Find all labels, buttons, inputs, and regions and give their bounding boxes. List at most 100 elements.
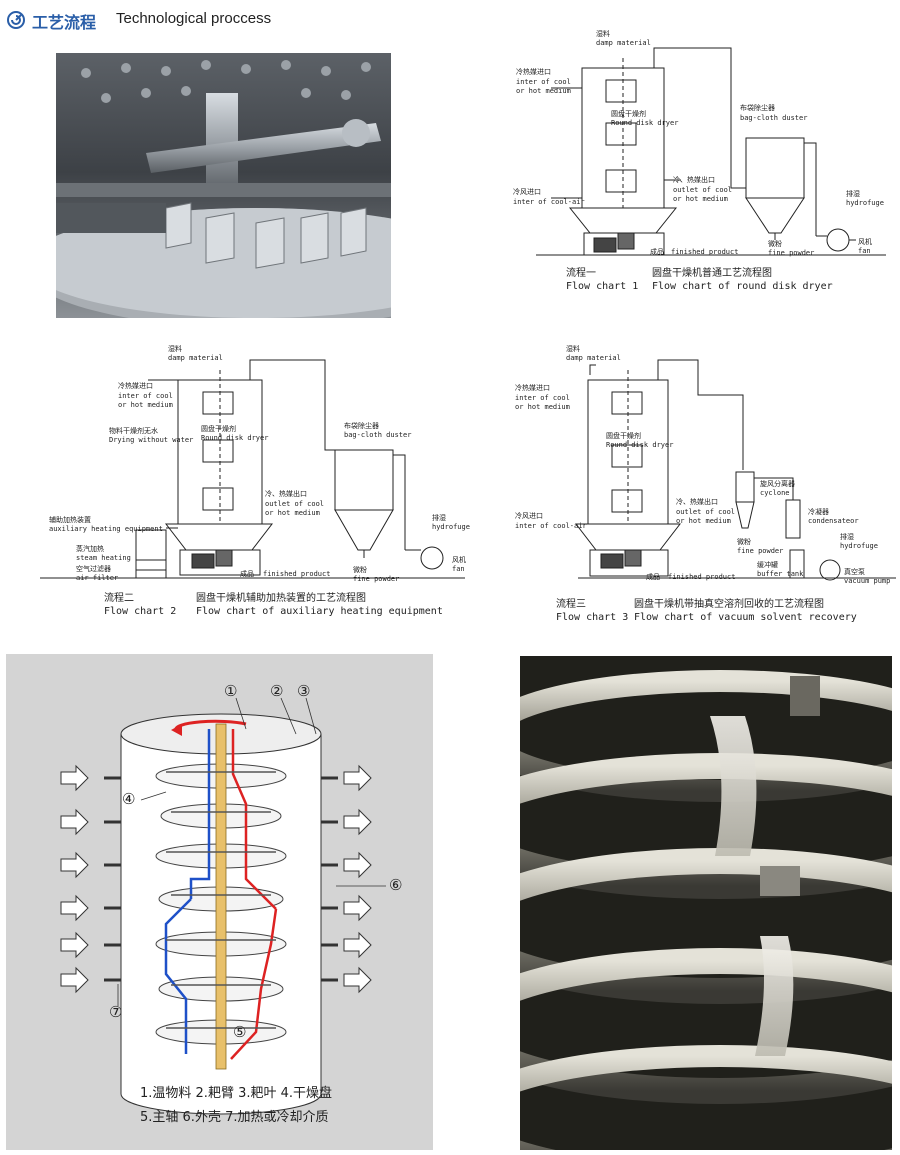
fc3-cyclone-zh: 旋风分离器	[760, 480, 795, 488]
fc3-disk-en: Round disk dryer	[606, 441, 674, 449]
fc2-fan-zh: 风机	[452, 556, 466, 564]
fc1-duster-zh: 布袋除尘器	[740, 104, 775, 112]
fc2-hydro-zh: 排湿	[432, 514, 446, 522]
fc1-product-en: finished product	[671, 248, 739, 256]
fc2-caption-zh: 圆盘干燥机辅助加热装置的工艺流程图	[196, 593, 366, 604]
fc3-air-zh: 冷风进口	[515, 512, 543, 520]
fc2-hydro-en: hydrofuge	[432, 523, 470, 531]
fc1-duster-en: bag-cloth duster	[740, 114, 808, 122]
fc2-aux-zh: 辅助加热装置	[49, 516, 91, 524]
fc1-caption-zh: 圆盘干燥机普通工艺流程图	[652, 268, 772, 279]
fc2-inlet-zh: 冷热媒进口	[118, 382, 153, 390]
fc2-aux-en: auxiliary heating equipment	[49, 525, 163, 533]
fc3-powder-en: fine powder	[737, 547, 784, 555]
dryer-structure-drawing	[60, 697, 386, 1115]
fc3-outlet-en2: or hot medium	[676, 517, 731, 525]
fc1-disk-zh: 圆盘干燥剂	[611, 110, 646, 118]
flow-chart-3-drawing	[574, 359, 896, 581]
fc2-duster-zh: 布袋除尘器	[344, 422, 379, 430]
fc2-disk-en: Round disk dryer	[201, 434, 269, 442]
fc3-cond-en: condensateor	[808, 517, 859, 525]
fc3-damp-en: damp material	[566, 354, 621, 362]
fc2-fan-en: fan	[452, 565, 465, 573]
fc3-inlet-en1: inter of cool	[515, 394, 570, 402]
fc2-damp-zh: 湿料	[168, 345, 182, 353]
fc2-filter-zh: 空气过滤器	[76, 565, 111, 573]
fc1-fan-zh: 风机	[858, 238, 872, 246]
fc2-powder-zh: 微粉	[353, 566, 367, 574]
fc3-product-zh: 成品	[646, 573, 660, 581]
fc3-disk-zh: 圆盘干燥剂	[606, 432, 641, 440]
fc1-caption-en: Flow chart of round disk dryer	[652, 281, 833, 292]
fc2-inlet-en1: inter of cool	[118, 392, 173, 400]
dryer-operation-photo	[520, 656, 892, 1150]
fc3-caption-label-zh: 流程三	[556, 599, 586, 610]
header-title-zh: 工艺流程	[32, 13, 97, 32]
flow-chart-1-drawing	[536, 47, 886, 256]
fc3-buffer-en: buffer tank	[757, 570, 804, 578]
fc2-steam-en: steam heating	[76, 554, 131, 562]
fc2-outlet-zh: 冷、热媒出口	[265, 490, 307, 498]
header-title-en: Technological proccess	[116, 10, 272, 27]
callout-4: ④	[122, 790, 136, 808]
fc2-caption-label-zh: 流程二	[104, 593, 134, 604]
fc2-caption-label-en: Flow chart 2	[104, 606, 177, 617]
fc3-outlet-en1: outlet of cool	[676, 508, 736, 516]
callout-2: ②	[270, 682, 284, 700]
fc3-pump-en: vacuum pump	[844, 577, 891, 585]
fc3-caption-label-en: Flow chart 3	[556, 612, 629, 623]
callout-1: ①	[224, 682, 238, 700]
fc3-air-en: inter of cool-air	[515, 522, 587, 530]
fc1-product-zh: 成品	[650, 248, 664, 256]
fc3-pump-zh: 真空泵	[844, 568, 865, 576]
legend-line-1: 1.温物料 2.耙臂 3.耙叶 4.干燥盘	[140, 1086, 333, 1101]
fc2-product-en: finished product	[263, 570, 331, 578]
fc2-caption-en: Flow chart of auxiliary heating equipmen…	[196, 606, 443, 617]
callout-3: ③	[297, 682, 311, 700]
fc2-outlet-en1: outlet of cool	[265, 500, 325, 508]
callout-6: ⑥	[389, 876, 403, 894]
fc3-inlet-zh: 冷热媒进口	[515, 384, 550, 392]
fc3-caption-zh: 圆盘干燥机带抽真空溶剂回收的工艺流程图	[634, 599, 824, 610]
fc1-air-en: inter of cool-air	[513, 198, 585, 206]
legend-line-2: 5.主轴 6.外壳 7.加热或冷却介质	[140, 1110, 329, 1125]
fc1-caption-label-en: Flow chart 1	[566, 281, 639, 292]
fc2-damp-en: damp material	[168, 354, 223, 362]
fc2-disk-zh: 圆盘干燥剂	[201, 425, 236, 433]
fc2-water-zh: 物料干燥剂无水	[109, 427, 158, 435]
fc2-inlet-en2: or hot medium	[118, 401, 173, 409]
fc1-damp-zh: 湿料	[596, 30, 610, 38]
fc1-hydro-zh: 排湿	[846, 190, 860, 198]
fc1-powder-zh: 微粉	[768, 240, 782, 248]
fc1-outlet-en1: outlet of cool	[673, 186, 733, 194]
fc3-cond-zh: 冷凝器	[808, 508, 829, 516]
fc3-caption-en: Flow chart of vacuum solvent recovery	[634, 612, 857, 623]
dryer-interior-photo	[56, 53, 391, 318]
fc1-hydro-en: hydrofuge	[846, 199, 884, 207]
fc1-air-zh: 冷风进口	[513, 188, 541, 196]
callout-7: ⑦	[109, 1003, 123, 1021]
fc2-water-en: Drying without water	[109, 436, 194, 444]
fc3-powder-zh: 微粉	[737, 538, 751, 546]
fc3-cyclone-en: cyclone	[760, 489, 790, 497]
fc3-inlet-en2: or hot medium	[515, 403, 570, 411]
fc1-inlet-zh: 冷热媒进口	[516, 68, 551, 76]
fc2-steam-zh: 蒸汽加热	[76, 545, 104, 553]
fc2-outlet-en2: or hot medium	[265, 509, 320, 517]
fc1-outlet-en2: or hot medium	[673, 195, 728, 203]
fc3-product-en: finished product	[668, 573, 736, 581]
fc1-damp-en: damp material	[596, 39, 651, 47]
fc1-inlet-en1: inter of cool	[516, 78, 571, 86]
fc1-powder-en: fine powder	[768, 249, 815, 257]
fc3-damp-zh: 湿料	[566, 345, 580, 353]
fc3-hydro-en: hydrofuge	[840, 542, 878, 550]
fc3-outlet-zh: 冷、热媒出口	[676, 498, 718, 506]
fc1-outlet-zh: 冷、热媒出口	[673, 176, 715, 184]
callout-5: ⑤	[233, 1023, 247, 1041]
fc2-filter-en: air filter	[76, 574, 119, 582]
fc2-duster-en: bag-cloth duster	[344, 431, 412, 439]
fc1-disk-en: Round disk dryer	[611, 119, 679, 127]
fc2-powder-en: fine powder	[353, 575, 400, 583]
fc1-caption-label-zh: 流程一	[566, 268, 596, 279]
fc2-product-zh: 成品	[240, 570, 254, 578]
